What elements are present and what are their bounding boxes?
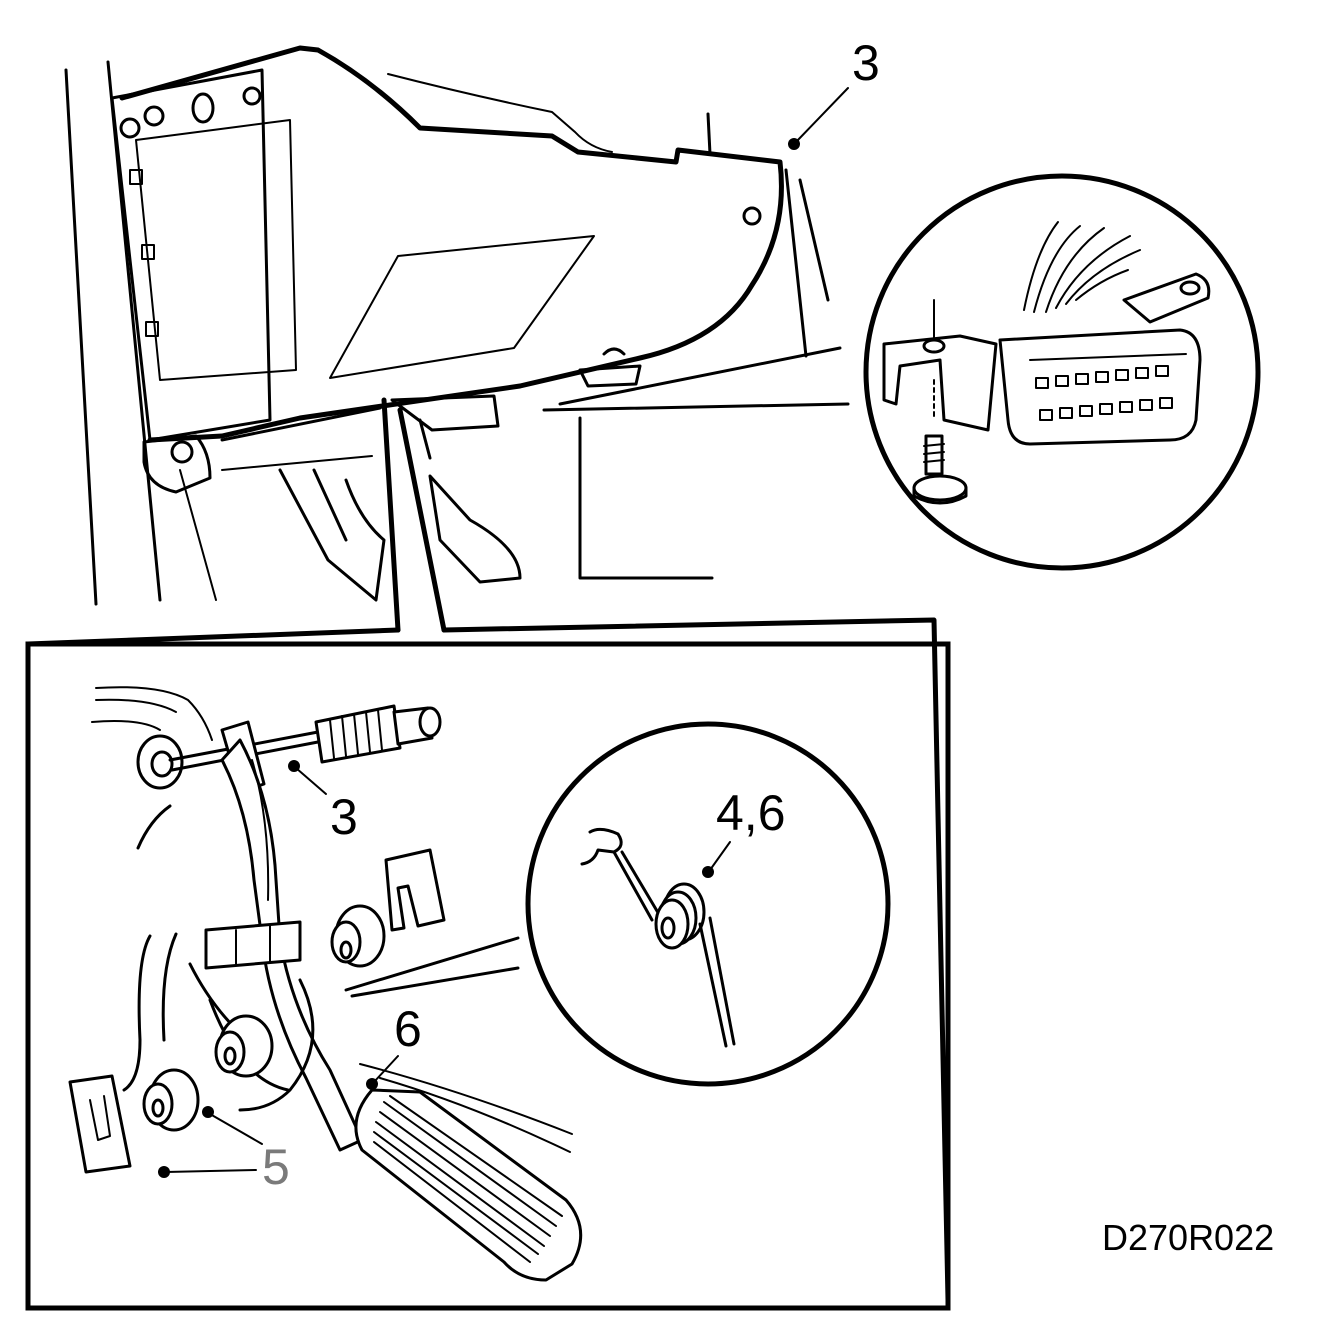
trim-recess: [329, 235, 595, 379]
zoom-leader-left: [381, 397, 401, 633]
lower-trim-panel: [119, 45, 784, 443]
callout-3-detail: 3: [330, 789, 358, 845]
pedal-arm: [220, 738, 364, 1152]
connector-magnifier: [863, 173, 1261, 571]
connector-pins: [1035, 365, 1173, 421]
side-panel: [110, 68, 272, 442]
bushing-lower: [142, 1068, 200, 1132]
figure-id: D270R022: [1102, 1217, 1274, 1258]
pivot-block: [204, 920, 302, 970]
u-clip-lower: [68, 1074, 132, 1174]
pedal-pad: [354, 1088, 583, 1282]
leader-6: [373, 1055, 399, 1083]
bushing-upper: [330, 904, 386, 968]
zoom-leader-right: [397, 407, 447, 633]
bushing-middle: [214, 1014, 274, 1078]
screw: [912, 434, 968, 505]
leader-dot: [788, 138, 800, 150]
callout-3-top: 3: [852, 35, 880, 91]
leader-4-6: [709, 841, 731, 871]
leader-5-a: [209, 1113, 263, 1145]
bolt-hole: [119, 117, 141, 139]
callout-6: 6: [394, 1001, 422, 1057]
leader-3-top: [795, 87, 849, 143]
spring-magnifier: [525, 721, 891, 1087]
firewall-grommet: [136, 734, 184, 790]
diagnostic-connector: [998, 328, 1202, 446]
leader-3-detail: [295, 767, 327, 795]
mounting-bracket: [882, 334, 998, 432]
callout-4-6: 4,6: [716, 785, 786, 841]
torsion-spring: [654, 882, 706, 950]
bracket: [142, 434, 212, 494]
dashboard-view: [64, 45, 850, 606]
callout-5: 5: [262, 1139, 290, 1195]
diagnostic-connector-small: [578, 364, 642, 388]
pedal-assembly: [68, 686, 583, 1282]
cable-adjuster: [314, 704, 442, 764]
leader-5-b: [165, 1169, 257, 1173]
u-clip-upper: [384, 848, 446, 932]
